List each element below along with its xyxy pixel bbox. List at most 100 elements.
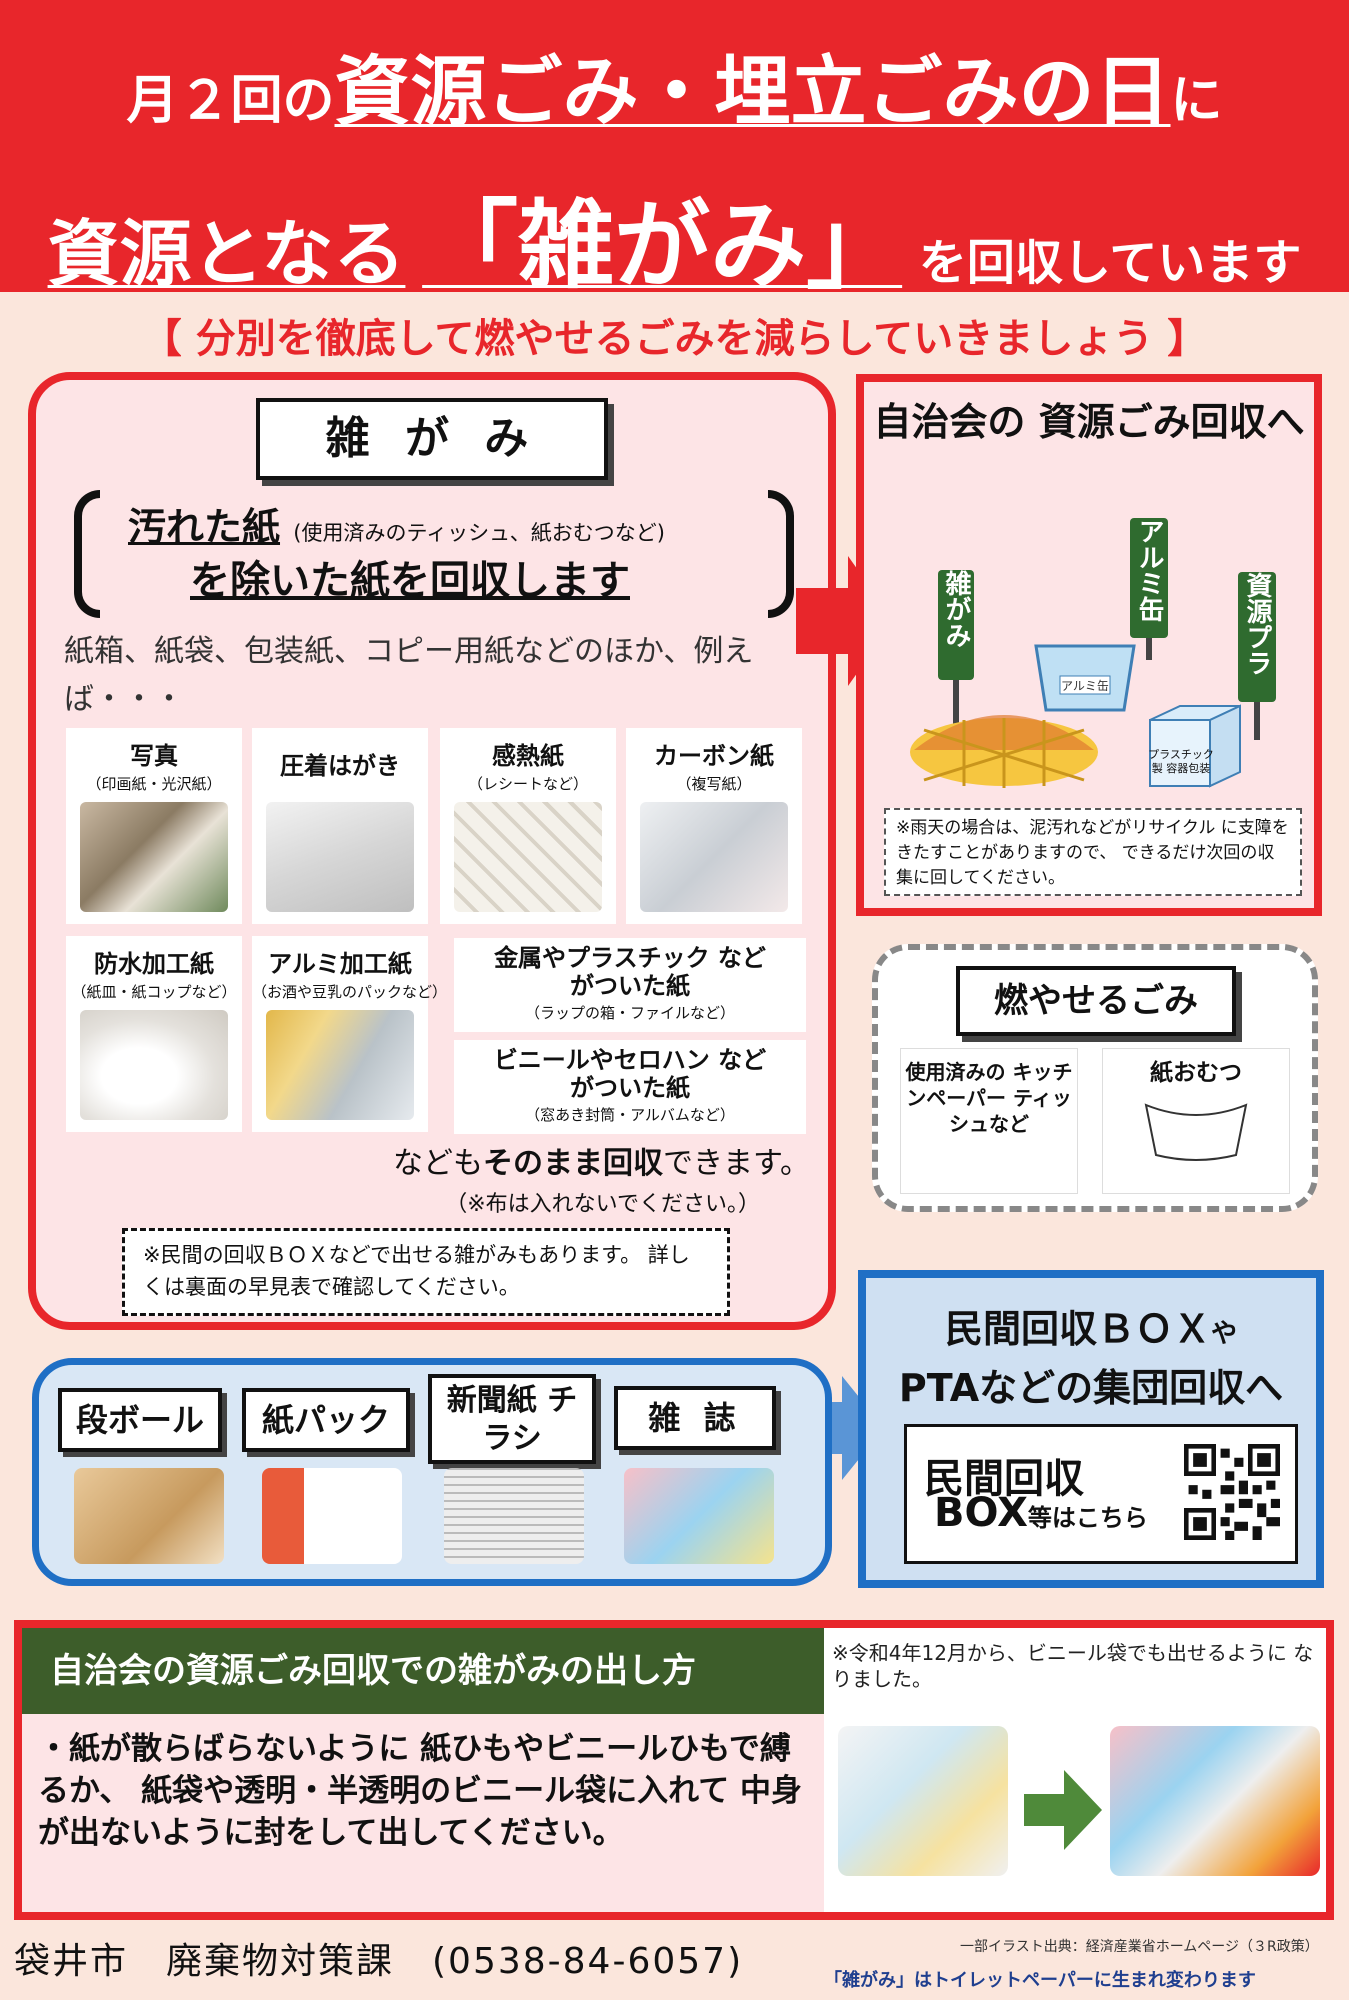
category-newspaper: 新聞紙 チラシ — [428, 1374, 596, 1464]
category-magazine: 雑 誌 — [614, 1386, 776, 1450]
cardboard-image — [74, 1468, 224, 1564]
howto-text: ・紙が散らばらないように 紙ひもやビニールひもで縛るか、 紙袋や透明・半透明のビ… — [22, 1714, 824, 1912]
sign-zatsugami: 雑がみ — [938, 570, 974, 680]
item-tile-postcard: 圧着はがき — [252, 728, 428, 924]
category-milk-carton: 紙パック — [242, 1388, 410, 1452]
green-arrow-icon — [1024, 1770, 1102, 1850]
recycle-as-is: などもそのまま回収できます。 — [300, 1138, 810, 1182]
box-label: プラスチック製 容器包装 — [1148, 748, 1214, 775]
pta-title-a: 民間回収ＢＯＸ — [944, 1307, 1211, 1351]
item-sub: （ラップの箱・ファイルなど） — [524, 1004, 735, 1022]
department-contact: 袋井市 廃棄物対策課 (0538-84-6057) — [14, 1941, 744, 1982]
sign-pole — [953, 650, 959, 740]
milk-carton-image — [262, 1468, 402, 1564]
headline-2b: 「雑がみ」 — [422, 190, 903, 302]
aluminum-pack-image — [266, 1010, 414, 1120]
exclusion-sub: (使用済みのティッシュ、紙おむつなど) — [293, 521, 665, 545]
item-title: 防水加工紙 — [94, 950, 214, 978]
item-tile-carbon: カーボン紙 （複写紙） — [626, 728, 802, 924]
exclusion-main: 汚れた紙 — [128, 505, 281, 549]
pta-box-line2a: BOX — [934, 1490, 1028, 1536]
residents-title: 自治会の 資源ごみ回収へ — [873, 400, 1305, 444]
item-title: 圧着はがき — [280, 752, 400, 780]
exclusion-line-2: を除いた紙を回収します — [190, 558, 630, 604]
pta-title-b: や — [1211, 1319, 1238, 1349]
headline-2a: 資源となる — [47, 212, 406, 296]
burnable-item-label: 紙おむつ — [1150, 1060, 1242, 1086]
pta-title: 民間回収ＢＯＸや PTAなどの集団回収へ — [858, 1302, 1324, 1415]
item-title: 写真 — [130, 742, 178, 770]
item-title: 金属やプラスチック などがついた紙 — [494, 944, 766, 1000]
item-sub: （印画紙・光沢紙） — [86, 775, 222, 793]
item-sub: （お酒や豆乳のパックなど） — [252, 983, 448, 1001]
plastic-box-icon — [1149, 704, 1241, 788]
rain-note: ※雨天の場合は、泥汚れなどがリサイクル に支障をきたすことがありますので、 でき… — [884, 808, 1302, 896]
net-bundle-icon — [910, 715, 1098, 788]
header-banner — [0, 0, 1349, 292]
item-tile-photo: 写真 （印画紙・光沢紙） — [66, 728, 242, 924]
item-tile-metal-plastic: 金属やプラスチック などがついた紙 （ラップの箱・ファイルなど） — [454, 938, 806, 1032]
item-sub: （紙皿・紙コップなど） — [71, 983, 237, 1001]
item-tile-waterproof: 防水加工紙 （紙皿・紙コップなど） — [66, 936, 242, 1132]
basket-label: アルミ缶 — [1061, 679, 1109, 693]
item-title: ビニールやセロハン などがついた紙 — [493, 1046, 767, 1102]
burnable-tissue: 使用済みの キッチンペーパー ティッシュなど — [900, 1048, 1078, 1194]
receipt-image — [454, 802, 602, 912]
howto-note: ※令和4年12月から、ビニール袋でも出せるように なりました。 — [832, 1641, 1314, 1691]
cloth-note: （※布は入れないでください。） — [445, 1192, 760, 1217]
bracket-left — [74, 490, 100, 618]
ending-a: なども — [393, 1146, 483, 1181]
item-title: 感熱紙 — [492, 742, 564, 770]
headline-line-2: 資源となる 「雑がみ」 を回収しています — [0, 168, 1349, 307]
postcard-image — [266, 802, 414, 912]
item-sub: （窓あき封筒・アルバムなど） — [525, 1106, 735, 1124]
headline-1a: 月２回の — [126, 71, 335, 131]
qr-code-icon[interactable] — [1184, 1444, 1280, 1540]
private-box-note: ※民間の回収ＢＯＸなどで出せる雑がみもあります。 詳しくは裏面の早見表で確認して… — [122, 1228, 730, 1316]
item-tile-thermal: 感熱紙 （レシートなど） — [440, 728, 616, 924]
burnable-diaper: 紙おむつ — [1102, 1048, 1290, 1194]
sign-plastic: 資源プラ — [1238, 572, 1276, 702]
bracket-right — [768, 490, 794, 618]
item-title: アルミ加工紙 — [268, 950, 412, 978]
zatsugami-intro: 紙箱、紙袋、包装紙、コピー用紙などのほか、例えば・・・ — [64, 634, 754, 717]
sign-label: 雑がみ — [941, 570, 971, 648]
item-tile-vinyl: ビニールやセロハン などがついた紙 （窓あき封筒・アルバムなど） — [454, 1040, 806, 1134]
pta-box-line1: 民間回収 — [924, 1456, 1084, 1502]
illustration-credit: 一部イラスト出典：経済産業省ホームページ（３R政策） — [960, 1939, 1319, 1955]
slogan: 「雑がみ」はトイレットペーパーに生まれ変わります — [824, 1970, 1256, 1991]
pta-box-line2: BOX等はこちら — [934, 1490, 1148, 1536]
burnable-item-label: 使用済みの キッチンペーパー ティッシュなど — [905, 1060, 1073, 1136]
headline-2c: を回収しています — [918, 235, 1302, 291]
diaper-icon — [1144, 1103, 1248, 1161]
carbon-paper-image — [640, 802, 788, 912]
zatsugami-title: 雑 が み — [256, 398, 608, 480]
photo-image — [80, 802, 228, 912]
item-title: カーボン紙 — [654, 742, 774, 770]
loose-paper-image — [838, 1726, 1008, 1876]
headline-1c: に — [1170, 71, 1223, 131]
exclusion-line-1: 汚れた紙 (使用済みのティッシュ、紙おむつなど) — [128, 496, 665, 551]
item-sub: （レシートなど） — [467, 775, 588, 793]
sign-pole — [1254, 680, 1260, 740]
headline-line-1: 月２回の資源ごみ・埋立ごみの日に — [0, 30, 1349, 140]
bundled-paper-image — [1110, 1726, 1320, 1876]
newspaper-image — [444, 1468, 584, 1564]
ending-c: できます。 — [663, 1146, 810, 1181]
sort-banner: 【 分別を徹底して燃やせるごみを減らしていきましょう 】 — [141, 316, 1208, 362]
paper-plate-image — [80, 1010, 228, 1120]
pta-box-line2b: 等はこちら — [1027, 1504, 1148, 1532]
sign-label: 資源プラ — [1242, 572, 1272, 676]
ending-b: そのまま回収 — [483, 1146, 663, 1181]
howto-title: 自治会の資源ごみ回収での雑がみの出し方 — [22, 1628, 824, 1714]
item-sub: （複写紙） — [676, 775, 752, 793]
aluminum-basket-icon: アルミ缶 — [1034, 644, 1136, 712]
headline-1b: 資源ごみ・埋立ごみの日 — [334, 47, 1171, 136]
sign-aluminum: アルミ缶 — [1130, 518, 1168, 638]
burnable-title: 燃やせるごみ — [956, 966, 1236, 1036]
sign-label: アルミ缶 — [1134, 518, 1164, 622]
pta-title-c: PTAなどの集団回収へ — [898, 1366, 1284, 1410]
magazine-image — [624, 1468, 774, 1564]
category-cardboard: 段ボール — [58, 1388, 222, 1452]
item-tile-aluminum: アルミ加工紙 （お酒や豆乳のパックなど） — [252, 936, 448, 1132]
